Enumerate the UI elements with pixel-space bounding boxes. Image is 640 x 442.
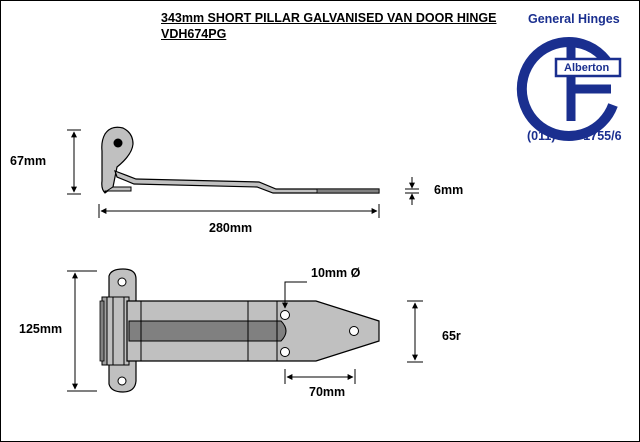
hole-bottom xyxy=(280,347,290,357)
dimension-65r xyxy=(407,300,423,363)
label-280mm: 280mm xyxy=(209,221,253,235)
hole-top xyxy=(280,310,290,320)
hinge-plan-view xyxy=(99,268,380,393)
dimension-280mm xyxy=(98,204,380,218)
product-code: VDH674PG xyxy=(161,27,227,41)
hinge-side-view xyxy=(101,126,380,194)
brand-city: Alberton xyxy=(564,62,610,74)
hole-diameter-leader xyxy=(282,281,307,309)
label-70mm: 70mm xyxy=(309,385,346,399)
label-67mm: 67mm xyxy=(10,154,47,168)
dimension-125mm xyxy=(67,270,97,392)
dimension-67mm xyxy=(67,129,81,195)
dimension-70mm xyxy=(284,369,356,384)
dimension-6mm xyxy=(405,177,419,205)
product-title: 343mm SHORT PILLAR GALVANISED VAN DOOR H… xyxy=(161,11,497,25)
brand-name: General Hinges xyxy=(528,12,620,26)
label-125mm: 125mm xyxy=(19,322,63,336)
label-65r: 65r xyxy=(442,329,461,343)
general-hinges-logo xyxy=(516,37,622,141)
label-6mm: 6mm xyxy=(434,183,464,197)
hole-end xyxy=(349,326,359,336)
label-10mm-diameter: 10mm Ø xyxy=(311,266,361,280)
